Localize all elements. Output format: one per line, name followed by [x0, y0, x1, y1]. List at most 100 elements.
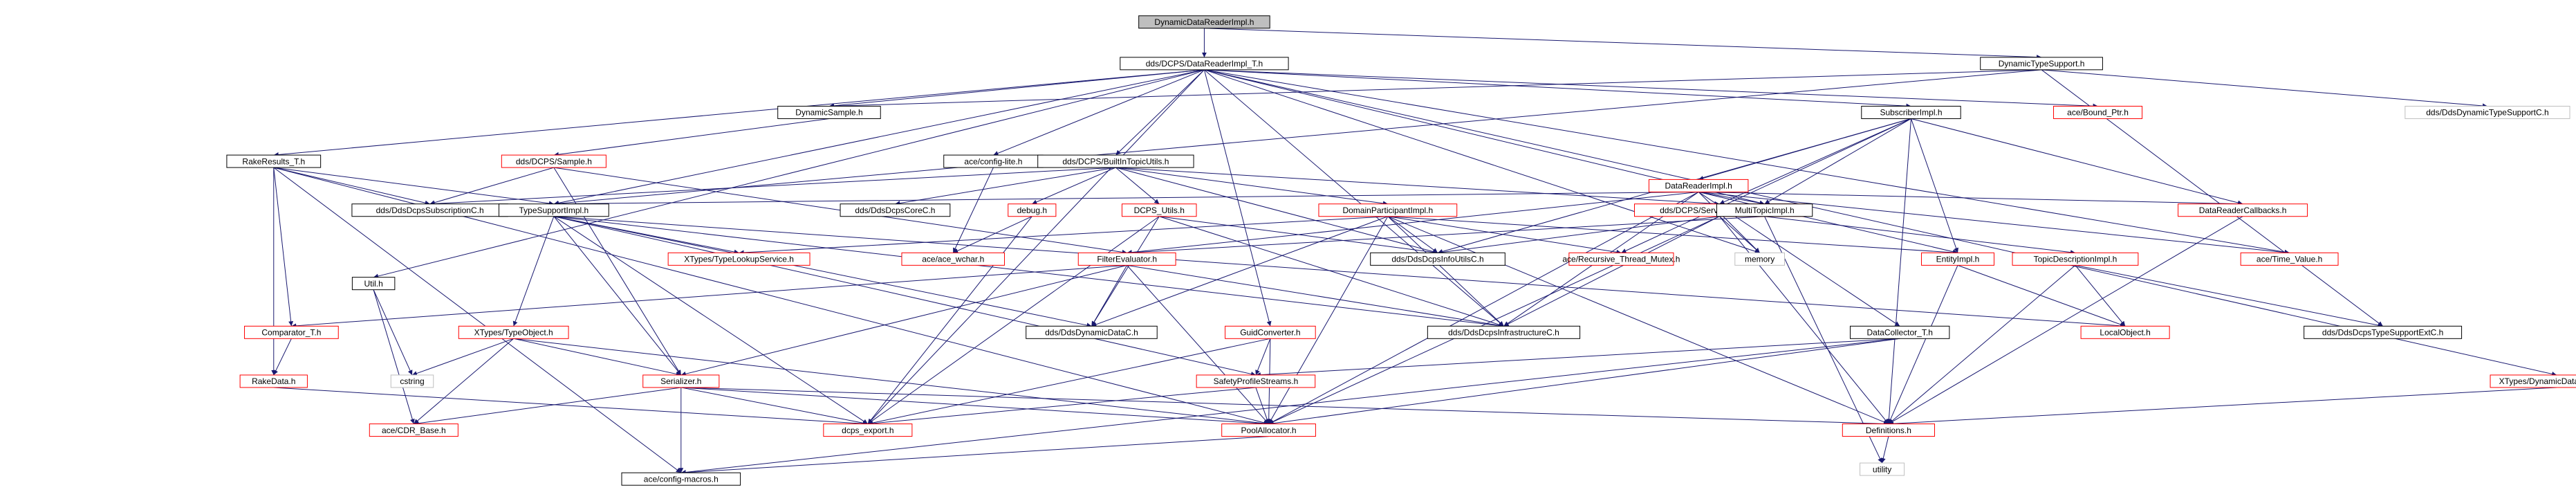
node-configlite[interactable]: ace/config-lite.h	[943, 154, 1044, 168]
dependency-edge	[2075, 265, 2126, 327]
dependency-edge	[680, 264, 1127, 376]
node-box	[498, 203, 609, 217]
node-box	[642, 374, 720, 388]
node-poolalloc[interactable]: PoolAllocator.h	[1221, 423, 1316, 437]
node-ddata[interactable]: dds/DdsDynamicDataC.h	[1026, 325, 1158, 339]
node-dcpsexport[interactable]: dcps_export.h	[823, 423, 913, 437]
node-drcb[interactable]: DataReaderCallbacks.h	[2178, 203, 2308, 217]
node-xto[interactable]: XTypes/TypeObject.h	[458, 325, 569, 339]
node-dsample[interactable]: DynamicSample.h	[777, 105, 881, 119]
node-subc[interactable]: dds/DdsDcpsSubscriptionC.h	[351, 203, 508, 217]
node-label: debug.h	[1017, 206, 1047, 215]
node-box	[1138, 15, 1270, 29]
node-corec[interactable]: dds/DdsDcpsCoreC.h	[840, 203, 951, 217]
node-serializer[interactable]: Serializer.h	[642, 374, 720, 388]
node-entity[interactable]: EntityImpl.h	[1921, 252, 1994, 266]
dependency-edge	[1437, 216, 1720, 255]
dependency-edge	[273, 167, 682, 473]
node-box	[2080, 325, 2170, 339]
node-guid[interactable]: GuidConverter.h	[1225, 325, 1316, 339]
node-tdimpl[interactable]: TopicDescriptionImpl.h	[2012, 252, 2139, 266]
node-box	[1026, 325, 1158, 339]
node-box	[1196, 374, 1316, 388]
node-infra[interactable]: dds/DdsDcpsInfrastructureC.h	[1427, 325, 1581, 339]
node-box	[458, 325, 569, 339]
node-box	[1037, 154, 1194, 168]
node-multitopic[interactable]: MultiTopicImpl.h	[1716, 203, 1813, 217]
dependency-edge	[273, 167, 430, 206]
dependency-edge	[1127, 264, 1504, 328]
node-box	[667, 252, 810, 266]
node-box	[1370, 252, 1505, 266]
node-box	[901, 252, 1006, 266]
node-label: SafetyProfileStreams.h	[1214, 376, 1299, 386]
node-label: ace/config-macros.h	[644, 474, 719, 484]
dependency-edge	[553, 167, 682, 376]
node-dts[interactable]: DynamicTypeSupport.h	[1980, 57, 2103, 71]
node-tsext[interactable]: dds/DdsDcpsTypeSupportExtC.h	[2304, 325, 2463, 339]
dependency-edge	[1204, 69, 1911, 109]
node-lobj[interactable]: LocalObject.h	[2080, 325, 2170, 339]
dependency-edge	[1115, 167, 1720, 206]
dependency-edge	[1911, 118, 1959, 253]
dependency-edge	[1127, 191, 1699, 255]
node-util[interactable]: Util.h	[351, 277, 396, 291]
node-configmacros[interactable]: ace/config-macros.h	[621, 472, 741, 486]
node-box	[1225, 325, 1316, 339]
node-label: XTypes/TypeLookupService.h	[684, 255, 794, 264]
dependency-edge	[1719, 216, 1889, 424]
node-timev[interactable]: ace/Time_Value.h	[2240, 252, 2339, 266]
node-bitu[interactable]: dds/DCPS/BuiltInTopicUtils.h	[1037, 154, 1194, 168]
node-label: utility	[1873, 464, 1891, 474]
node-recmutex[interactable]: ace/Recursive_Thread_Mutex.h	[1562, 252, 1680, 266]
node-dcpssample[interactable]: dds/DCPS/Sample.h	[501, 154, 606, 168]
dependency-edge	[1268, 216, 1389, 424]
node-label: ace/Recursive_Thread_Mutex.h	[1562, 255, 1680, 264]
node-tvl[interactable]: XTypes/TypeLookupService.h	[667, 252, 810, 266]
node-dcollect[interactable]: DataCollector_T.h	[1849, 325, 1950, 339]
node-label: dds/DdsDcpsSubscriptionC.h	[376, 206, 484, 215]
node-defs[interactable]: Definitions.h	[1842, 423, 1935, 437]
dependency-edge	[1698, 192, 1760, 253]
node-box	[1008, 203, 1057, 217]
node-label: ace/ace_wchar.h	[922, 255, 984, 264]
node-drimpl[interactable]: DataReaderImpl.h	[1648, 179, 1749, 192]
dependency-edge	[373, 69, 1205, 279]
node-dcpsutils[interactable]: DCPS_Utils.h	[1121, 203, 1197, 217]
node-infoutils[interactable]: dds/DdsDcpsInfoUtilsC.h	[1370, 252, 1505, 266]
node-rakedata[interactable]: RakeData.h	[239, 374, 308, 388]
node-dri[interactable]: dds/DCPS/DataReaderImpl_T.h	[1120, 57, 1289, 71]
dependency-edge	[867, 216, 1160, 424]
node-dpimpl[interactable]: DomainParticipantImpl.h	[1318, 203, 1458, 217]
dependency-edge	[273, 167, 554, 206]
dependency-edge	[553, 216, 2126, 329]
node-wchar[interactable]: ace/ace_wchar.h	[901, 252, 1006, 266]
dependency-edge	[513, 338, 1269, 426]
dependency-edge	[1268, 216, 1720, 425]
node-cmp[interactable]: Comparator_T.h	[244, 325, 339, 339]
dependency-edge	[512, 216, 555, 327]
node-xtdda[interactable]: XTypes/DynamicDataAdapter.h	[2490, 374, 2576, 388]
node-label: EntityImpl.h	[1936, 255, 1980, 264]
node-subimpl[interactable]: SubscriberImpl.h	[1861, 105, 1961, 119]
node-label: DataReaderImpl.h	[1665, 181, 1732, 191]
node-label: Util.h	[364, 279, 382, 289]
dependency-edge	[1204, 69, 2290, 255]
dependency-edge	[680, 387, 868, 426]
node-label: Definitions.h	[1866, 426, 1911, 435]
dependency-edge	[953, 216, 1032, 253]
node-debug[interactable]: debug.h	[1008, 203, 1057, 217]
node-filter[interactable]: FilterEvaluator.h	[1077, 252, 1176, 266]
dependency-edge	[553, 118, 830, 157]
node-rake[interactable]: RakeResults_T.h	[226, 154, 322, 168]
node-boundptr[interactable]: ace/Bound_Ptr.h	[2053, 105, 2143, 119]
node-label: Comparator_T.h	[261, 327, 321, 337]
node-tsimpl[interactable]: TypeSupportImpl.h	[498, 203, 609, 217]
dependency-edge	[1888, 264, 2076, 424]
dependency-edge	[680, 436, 1269, 475]
node-box	[2240, 252, 2339, 266]
dependency-edge	[1255, 387, 1270, 424]
node-sps[interactable]: SafetyProfileStreams.h	[1196, 374, 1316, 388]
node-box	[369, 423, 458, 437]
node-cdrbase[interactable]: ace/CDR_Base.h	[369, 423, 458, 437]
